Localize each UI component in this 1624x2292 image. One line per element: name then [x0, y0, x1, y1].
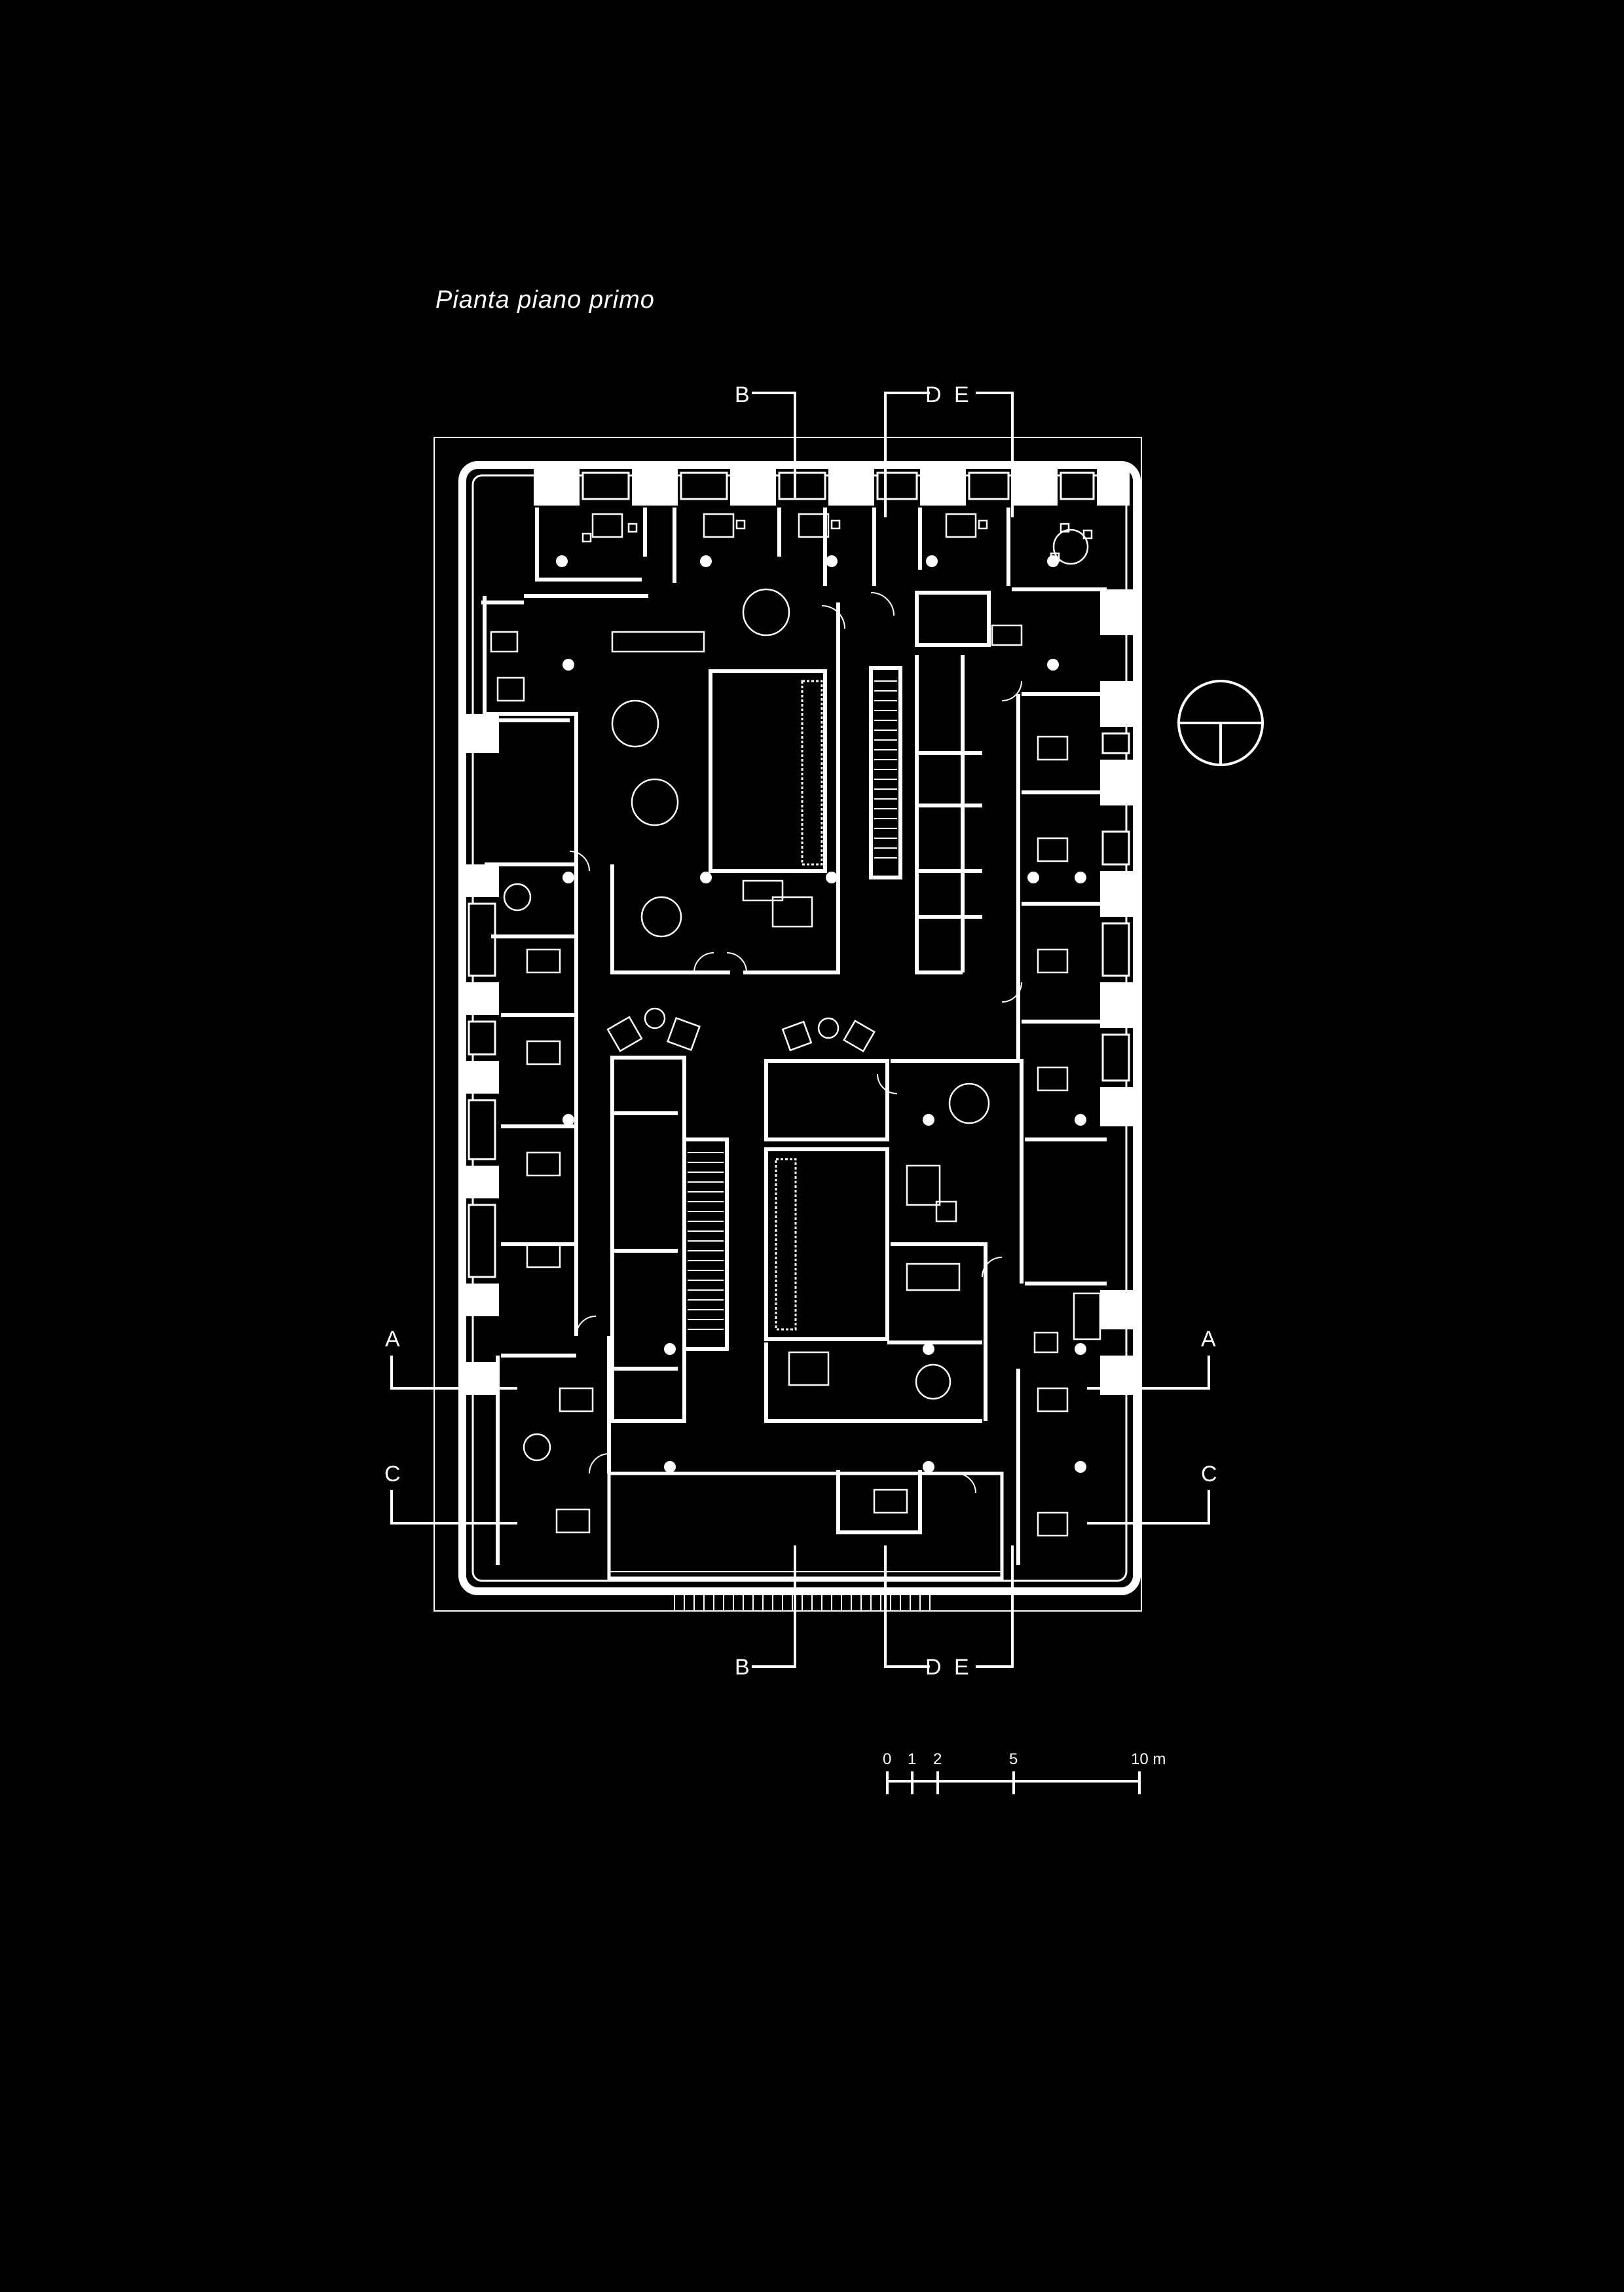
- door-swings: [569, 592, 1022, 1494]
- north-arrow-icon: [1177, 680, 1264, 766]
- site-boundary: [434, 437, 1142, 1612]
- section-label-a-right: A: [1201, 1327, 1216, 1352]
- facade-piers-top: [534, 466, 1130, 506]
- section-label-d-bottom: D: [925, 1655, 942, 1680]
- section-label-d-top: D: [925, 382, 942, 407]
- interior-partitions: [481, 508, 1107, 1565]
- section-label-b-bottom: B: [735, 1655, 750, 1680]
- section-lines: [390, 392, 1210, 1668]
- stair-left: [688, 1152, 724, 1330]
- scale-tick-2: 2: [933, 1750, 942, 1768]
- facade-openings-left: [468, 902, 496, 1278]
- section-label-a-left: A: [385, 1327, 400, 1352]
- stair-top: [874, 680, 897, 859]
- section-label-c-right: C: [1201, 1462, 1217, 1487]
- scale-tick-5: 5: [1009, 1750, 1018, 1768]
- facade-piers-right: [1100, 589, 1133, 1395]
- structural-columns: [556, 555, 1086, 1473]
- scale-tick-10: 10 m: [1131, 1750, 1166, 1768]
- section-label-e-bottom: E: [954, 1655, 969, 1680]
- plan-title: Pianta piano primo: [435, 286, 655, 314]
- scale-tick-0: 0: [883, 1750, 891, 1768]
- office-furniture: [490, 513, 1101, 1537]
- facade-piers-left: [466, 714, 499, 1395]
- scale-bar: [886, 1771, 1141, 1794]
- section-label-c-left: C: [384, 1462, 401, 1487]
- facade-openings-right: [1101, 732, 1130, 1082]
- facade-bottom: [607, 1471, 1004, 1611]
- courtyard-planting: [775, 680, 823, 1331]
- scale-tick-1: 1: [908, 1750, 916, 1768]
- section-label-b-top: B: [735, 382, 750, 407]
- section-label-e-top: E: [954, 382, 969, 407]
